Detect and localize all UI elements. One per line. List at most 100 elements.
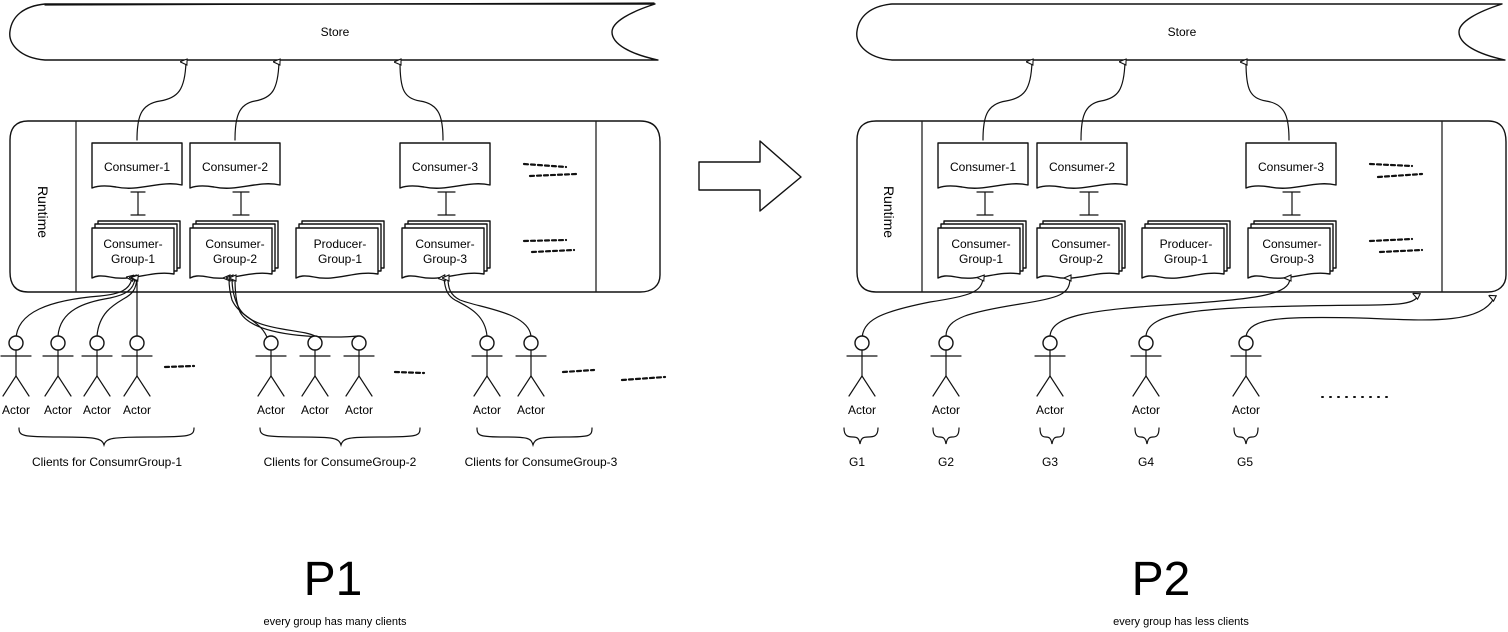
store-cylinder: Store — [9, 2, 659, 61]
panel-caption: every group has less clients — [1113, 616, 1249, 628]
actor-4 — [1130, 335, 1162, 397]
actor-3 — [81, 335, 113, 397]
consumer-1-node: Consumer-1 — [91, 142, 183, 189]
brace-label: Clients for ConsumeGroup-2 — [264, 455, 417, 469]
client-braces: G1 G2 G3 G4 G5 — [843, 427, 1259, 469]
group-line-1: Consumer- — [1051, 237, 1110, 251]
actor-7 — [343, 335, 375, 397]
consumer-2-label: Consumer-2 — [202, 160, 268, 174]
store-label: Store — [321, 25, 350, 39]
actor-label: Actor — [83, 403, 111, 417]
consumer-1-node: Consumer-1 — [937, 142, 1029, 189]
actor-8 — [471, 335, 503, 397]
actor-label: Actor — [301, 403, 329, 417]
group-line-2: Group-1 — [318, 252, 362, 266]
actors — [0, 335, 547, 397]
ellipsis-groups — [1368, 237, 1424, 254]
group-line-1: Producer- — [1160, 237, 1213, 251]
ellipsis-consumers — [1368, 162, 1424, 179]
store-arrows — [136, 62, 444, 141]
consumer-group-3-node: Consumer- Group-3 — [1247, 220, 1337, 279]
group-line-2: Group-1 — [1164, 252, 1208, 266]
panel-title: P2 — [1132, 553, 1191, 606]
consumer-group-2-node: Consumer- Group-2 — [189, 220, 279, 279]
group-line-1: Consumer- — [1262, 237, 1321, 251]
consumer-group-1-node: Consumer- Group-1 — [91, 220, 181, 279]
consumer-group-2-node: Consumer- Group-2 — [1036, 220, 1126, 279]
consumer-3-label: Consumer-3 — [1258, 160, 1324, 174]
consumer-2-node: Consumer-2 — [189, 142, 281, 189]
consumer-1-label: Consumer-1 — [950, 160, 1016, 174]
actor-label: Actor — [1232, 403, 1260, 417]
consumer-2-node: Consumer-2 — [1036, 142, 1128, 189]
actors — [846, 335, 1262, 397]
actor-label: Actor — [517, 403, 545, 417]
actor-label: Actor — [345, 403, 373, 417]
actor-5 — [1230, 335, 1262, 397]
actor-label: Actor — [123, 403, 151, 417]
brace-label: G5 — [1237, 455, 1253, 469]
consumer-1-label: Consumer-1 — [104, 160, 170, 174]
ellipsis-actors — [163, 364, 667, 382]
brace-label: Clients for ConsumeGroup-3 — [465, 455, 618, 469]
actor-label: Actor — [257, 403, 285, 417]
store-arrows — [982, 62, 1290, 141]
runtime-label: Runtime — [881, 186, 897, 238]
actor-label: Actor — [44, 403, 72, 417]
ellipsis-groups — [522, 238, 576, 254]
group-line-2: Group-1 — [111, 252, 155, 266]
store-cylinder: Store — [856, 3, 1506, 61]
actor-labels: Actor Actor Actor Actor Actor Actor Acto… — [2, 403, 545, 417]
ellipsis-consumers — [522, 162, 578, 178]
actor-label: Actor — [1132, 403, 1160, 417]
actor-4 — [121, 335, 153, 397]
actor-label: Actor — [2, 403, 30, 417]
producer-group-1-node: Producer- Group-1 — [295, 220, 385, 279]
actor-2 — [930, 335, 962, 397]
client-braces: Clients for ConsumrGroup-1 Clients for C… — [18, 427, 618, 469]
brace-label: G4 — [1138, 455, 1154, 469]
actor-label: Actor — [848, 403, 876, 417]
group-line-1: Consumer- — [415, 237, 474, 251]
brace-label: G3 — [1042, 455, 1058, 469]
actor-label: Actor — [932, 403, 960, 417]
panel-title: P1 — [304, 553, 363, 606]
runtime-label: Runtime — [35, 186, 51, 238]
group-line-2: Group-1 — [959, 252, 1003, 266]
consumer-3-node: Consumer-3 — [399, 142, 491, 189]
group-line-2: Group-3 — [1270, 252, 1314, 266]
consumer-3-label: Consumer-3 — [412, 160, 478, 174]
brace-label: Clients for ConsumrGroup-1 — [32, 455, 182, 469]
group-line-1: Producer- — [314, 237, 367, 251]
actor-label: Actor — [1036, 403, 1064, 417]
actor-labels: Actor Actor Actor Actor Actor — [848, 403, 1260, 417]
actor-2 — [42, 335, 74, 397]
actor-1 — [0, 335, 32, 397]
group-line-2: Group-3 — [423, 252, 467, 266]
consumer-2-label: Consumer-2 — [1049, 160, 1115, 174]
actor-label: Actor — [473, 403, 501, 417]
brace-label: G1 — [849, 455, 865, 469]
group-line-2: Group-2 — [1059, 252, 1103, 266]
consumer-group-connectors — [130, 191, 456, 216]
actor-1 — [846, 335, 878, 397]
panel-caption: every group has many clients — [263, 616, 407, 628]
client-arrows — [861, 278, 1494, 341]
store-label: Store — [1168, 25, 1197, 39]
actor-5 — [255, 335, 287, 397]
panel-p2: Store Runtime Consumer-1 Consumer-2 Cons… — [843, 3, 1507, 628]
right-arrow-icon — [698, 140, 802, 212]
group-line-1: Consumer- — [951, 237, 1010, 251]
panel-p1: Store Runtime Consumer-1 Consumer-2 Cons… — [0, 2, 667, 628]
actor-9 — [515, 335, 547, 397]
actor-6 — [299, 335, 331, 397]
group-line-1: Consumer- — [103, 237, 162, 251]
consumer-3-node: Consumer-3 — [1245, 142, 1337, 189]
group-line-2: Group-2 — [213, 252, 257, 266]
actor-3 — [1034, 335, 1066, 397]
client-arrows — [15, 278, 532, 341]
consumer-group-1-node: Consumer- Group-1 — [937, 220, 1027, 279]
group-line-1: Consumer- — [205, 237, 264, 251]
brace-label: G2 — [938, 455, 954, 469]
